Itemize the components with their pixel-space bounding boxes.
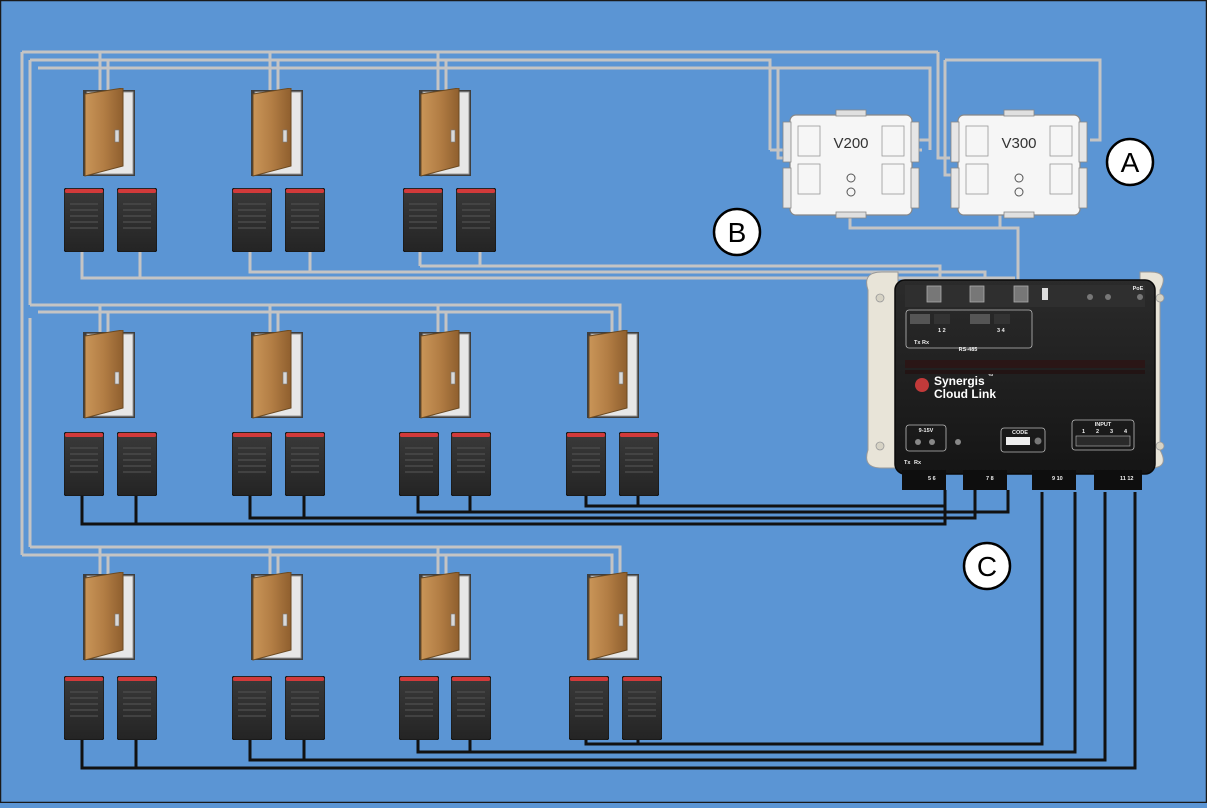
door-icon xyxy=(82,88,136,177)
door-icon xyxy=(418,330,472,419)
card-reader-icon xyxy=(451,676,491,740)
card-reader-icon xyxy=(456,188,496,252)
brand-trademark: ™ xyxy=(988,374,994,380)
controller-label: V300 xyxy=(1001,135,1036,152)
callout-c-label: C xyxy=(977,551,997,582)
power-label: 9-15V xyxy=(919,428,934,434)
input-2-label: 2 xyxy=(1096,429,1099,435)
card-reader-icon xyxy=(64,188,104,252)
card-reader-icon xyxy=(232,188,272,252)
card-reader-icon xyxy=(232,432,272,496)
rs485-rx-label: Rx xyxy=(922,340,930,346)
door-icon xyxy=(250,88,304,177)
card-reader-icon xyxy=(285,676,325,740)
dot-pattern xyxy=(905,360,1145,374)
card-reader-icon xyxy=(117,188,157,252)
card-reader-icon xyxy=(232,676,272,740)
poe-label: PoE xyxy=(1133,286,1144,292)
door-icon xyxy=(250,330,304,419)
card-reader-icon xyxy=(403,188,443,252)
callout-b-label: B xyxy=(728,217,747,248)
terminal-tx-label: Tx xyxy=(904,460,911,466)
door-icon xyxy=(82,572,136,661)
controller-v300: V300 xyxy=(950,109,1088,219)
card-reader-icon xyxy=(451,432,491,496)
card-reader-icon xyxy=(399,676,439,740)
card-reader-icon xyxy=(117,676,157,740)
card-reader-icon xyxy=(619,432,659,496)
callout-c: C xyxy=(962,541,1012,591)
card-reader-icon xyxy=(399,432,439,496)
brand-line-1: Synergis xyxy=(934,374,985,388)
rs485-tx-label: Tx xyxy=(914,340,921,346)
port-9-10-label: 9 10 xyxy=(1052,476,1063,482)
synergis-cloud-link-module: PoE 1 2 3 4 Tx Rx RS-485 Synergis ™ Clou… xyxy=(866,271,1165,490)
rs485-port-3-4-label: 3 4 xyxy=(997,328,1006,334)
door-icon xyxy=(586,572,640,661)
door-icon xyxy=(418,572,472,661)
door-icon xyxy=(418,88,472,177)
input-3-label: 3 xyxy=(1110,429,1113,435)
gray-wiring xyxy=(20,50,1102,575)
card-reader-icon xyxy=(569,676,609,740)
black-wiring xyxy=(80,490,1137,770)
card-reader-icon xyxy=(622,676,662,740)
input-label: INPUT xyxy=(1095,422,1112,428)
controller-v200: V200 xyxy=(782,109,920,219)
card-reader-icon xyxy=(285,188,325,252)
doors xyxy=(82,88,640,661)
port-11-12-label: 11 12 xyxy=(1120,476,1133,482)
input-1-label: 1 xyxy=(1082,429,1085,435)
callout-a-label: A xyxy=(1121,147,1140,178)
card-reader-icon xyxy=(64,432,104,496)
card-reader-icon xyxy=(566,432,606,496)
door-icon xyxy=(250,572,304,661)
card-reader-icon xyxy=(64,676,104,740)
rs485-label: RS-485 xyxy=(959,347,978,353)
controller-label: V200 xyxy=(833,135,868,152)
rs485-port-1-2-label: 1 2 xyxy=(938,328,946,334)
callout-b: B xyxy=(712,207,762,257)
code-label: CODE xyxy=(1012,430,1028,436)
brand-line-2: Cloud Link xyxy=(934,387,996,401)
port-5-6-label: 5 6 xyxy=(928,476,936,482)
card-reader-icon xyxy=(285,432,325,496)
callout-a: A xyxy=(1105,137,1155,187)
door-icon xyxy=(586,330,640,419)
port-7-8-label: 7 8 xyxy=(986,476,994,482)
reader-terminals: Tx Rx 5 6 7 8 9 10 11 12 xyxy=(902,460,1142,490)
input-4-label: 4 xyxy=(1124,429,1128,435)
door-icon xyxy=(82,330,136,419)
card-reader-icon xyxy=(117,432,157,496)
terminal-rx-label: Rx xyxy=(914,460,922,466)
